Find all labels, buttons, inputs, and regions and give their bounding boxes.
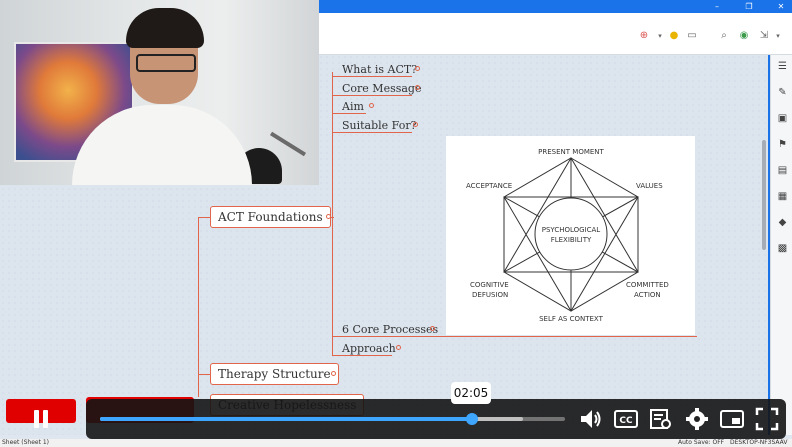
gear-icon (686, 408, 708, 430)
collapse-icon[interactable] (415, 66, 420, 71)
style-brush-icon[interactable]: ✎ (778, 87, 787, 98)
format-icon[interactable]: ☰ (778, 61, 787, 72)
collapse-icon[interactable] (396, 345, 401, 350)
topic-therapy-structure[interactable]: Therapy Structure (210, 363, 339, 385)
branch-line (332, 132, 412, 133)
comment-icon[interactable]: ◆ (778, 217, 787, 228)
vertical-scrollbar[interactable] (762, 140, 766, 250)
branch-line (332, 113, 366, 114)
subtopic-what-is-act[interactable]: What is ACT? (342, 63, 418, 76)
autosave-status[interactable]: Auto Save: OFF (678, 439, 725, 446)
label-self-as-context: SELF AS CONTEXT (539, 315, 603, 323)
collapse-icon[interactable] (331, 371, 336, 376)
present-icon[interactable]: ▭ (687, 30, 697, 41)
collapse-icon[interactable] (415, 85, 420, 90)
presenter-glasses (136, 54, 196, 72)
volume-icon (581, 410, 601, 428)
branch-connector (332, 127, 333, 217)
subtopic-core-message[interactable]: Core Message (342, 82, 422, 95)
branch-line (332, 355, 392, 356)
branch-connector (332, 217, 333, 355)
close-button[interactable]: ✕ (777, 2, 785, 11)
fullscreen-button[interactable] (754, 406, 780, 432)
branch-line (332, 95, 412, 96)
chevron-down-icon[interactable]: ▾ (776, 32, 780, 40)
collapse-icon[interactable] (413, 122, 418, 127)
pause-icon (34, 410, 48, 428)
branch-line (198, 217, 210, 218)
note-icon[interactable]: ▦ (777, 191, 788, 202)
collapse-icon[interactable] (430, 326, 435, 331)
topic-act-foundations[interactable]: ACT Foundations (210, 206, 331, 228)
mic-arm (269, 131, 307, 157)
search-icon[interactable]: ⌕ (721, 30, 727, 41)
lightbulb-icon[interactable]: ● (669, 30, 679, 41)
chevron-down-icon[interactable]: ▾ (658, 32, 662, 40)
sheet-label[interactable]: Sheet (Sheet 1) (2, 439, 50, 446)
status-bar: Sheet (Sheet 1) Auto Save: OFF DESKTOP-N… (0, 439, 792, 447)
captions-button[interactable]: CC (613, 406, 639, 432)
fullscreen-icon (755, 407, 779, 431)
label-flexibility: FLEXIBILITY (551, 236, 592, 244)
hexaflex-diagram[interactable]: PRESENT MOMENT ACCEPTANCE VALUES PSYCHOL… (446, 136, 695, 335)
share-icon[interactable]: ◉ (739, 30, 749, 41)
label-acceptance: ACCEPTANCE (466, 182, 512, 190)
progress-played (100, 417, 472, 421)
label-present-moment: PRESENT MOMENT (538, 148, 604, 156)
app-title-bar: – ❐ ✕ (318, 0, 792, 13)
subtopic-aim[interactable]: Aim (342, 100, 364, 113)
progress-scrubber[interactable] (466, 413, 478, 425)
collapse-icon[interactable] (369, 103, 374, 108)
label-committed: COMMITTED (626, 281, 669, 289)
label-cognitive: COGNITIVE (470, 281, 509, 289)
label-psychological: PSYCHOLOGICAL (542, 226, 601, 234)
collapse-icon[interactable] (326, 214, 331, 219)
maximize-button[interactable]: ❐ (745, 2, 753, 11)
pip-button[interactable] (719, 406, 745, 432)
webcam-overlay (0, 0, 319, 185)
side-panel: ☰ ✎ ▣ ⚑ ▤ ▦ ◆ ▩ (770, 55, 792, 435)
branch-line (332, 76, 412, 77)
insert-icon[interactable]: ⊕ (639, 30, 649, 41)
image-icon[interactable]: ▣ (777, 113, 788, 124)
app-toolbar: ⊕ ▾ ● ▭ ⌕ ◉ ⇲ ▾ (318, 13, 792, 55)
flag-icon[interactable]: ⚑ (778, 139, 787, 150)
export-icon[interactable]: ⇲ (759, 30, 769, 41)
captions-icon: CC (614, 410, 638, 428)
panel-divider (768, 55, 770, 435)
branch-line (332, 336, 697, 337)
minimize-button[interactable]: – (715, 2, 719, 11)
host-name: DESKTOP-NF3SAAV (730, 439, 788, 446)
time-tooltip: 02:05 (451, 382, 491, 404)
label-action: ACTION (634, 291, 661, 299)
subtopic-approach[interactable]: Approach (342, 342, 396, 355)
label-defusion: DEFUSION (472, 291, 508, 299)
volume-button[interactable] (578, 406, 604, 432)
subtopic-suitable-for[interactable]: Suitable For? (342, 119, 417, 132)
label-values: VALUES (636, 182, 663, 190)
transcript-button[interactable] (648, 406, 674, 432)
svg-text:CC: CC (619, 416, 633, 426)
transcript-icon (650, 409, 671, 429)
branch-line (198, 374, 210, 375)
pause-button[interactable] (28, 406, 54, 432)
branch-connector (332, 72, 333, 127)
task-icon[interactable]: ▩ (777, 243, 788, 254)
settings-button[interactable] (684, 406, 710, 432)
red-tab[interactable] (6, 399, 76, 423)
picture-in-picture-icon (720, 410, 744, 428)
root-connector (198, 217, 199, 397)
clipart-icon[interactable]: ▤ (777, 165, 788, 176)
subtopic-six-core-processes[interactable]: 6 Core Processes (342, 323, 439, 336)
presenter-hair (126, 8, 204, 48)
